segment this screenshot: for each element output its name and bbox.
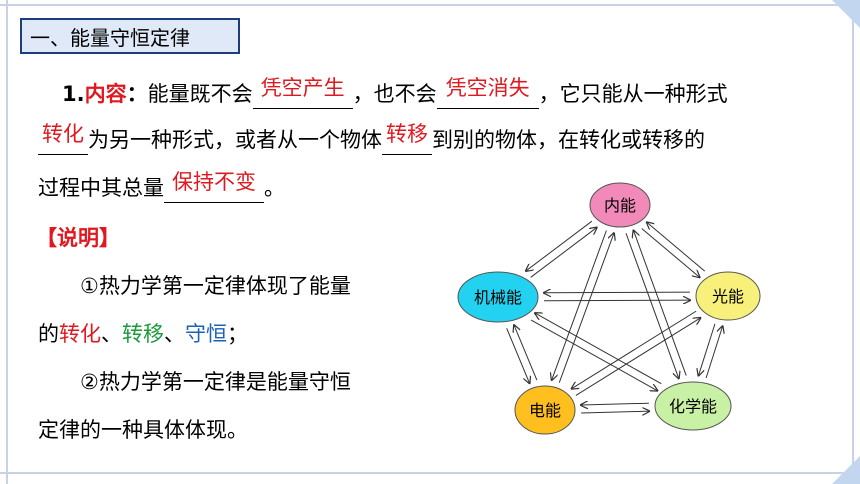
content-text-2a: 为另一种形式，或者从一个物体: [88, 128, 382, 152]
node-chemical: 化学能: [654, 381, 732, 431]
arrow-internal-to-electric: [552, 230, 607, 380]
arrow-mechanical-to-internal: [530, 228, 597, 278]
node-light: 光能: [695, 271, 761, 321]
node-electric-ellipse: [514, 385, 576, 435]
arrow-electric-to-internal: [558, 233, 614, 383]
bottom-border-line: [0, 472, 860, 474]
arrow-chemical-to-internal: [634, 231, 687, 376]
node-chemical-ellipse: [654, 381, 732, 431]
arrow-electric-to-light: [575, 318, 701, 396]
word-conserve: 守恒: [185, 322, 227, 346]
blank-4: 转移: [382, 122, 432, 155]
word-transfer: 转移: [122, 322, 164, 346]
arrow-light-to-chemical: [698, 323, 716, 376]
left-border-line: [6, 0, 8, 484]
content-label: 内容: [84, 82, 127, 106]
blank-3-answer: 转化: [42, 122, 84, 146]
content-colon: ：: [126, 82, 148, 106]
blank-3: 转化: [38, 122, 88, 155]
bottom-right-corner-decoration: [832, 456, 860, 484]
content-text-1c: ，它只能从一种形式: [538, 82, 728, 106]
arrow-mechanical-to-electric: [506, 328, 530, 383]
node-internal: 内能: [589, 182, 651, 228]
section-title: 一、能量守恒定律: [20, 18, 240, 54]
content-text-2b: 到别的物体，在转化或转移的: [432, 128, 705, 152]
word-transform: 转化: [59, 322, 101, 346]
note-sep-1: 、: [101, 322, 122, 346]
note-item-1-de: 的: [38, 322, 59, 346]
node-internal-label: 内能: [604, 196, 636, 215]
arrow-internal-to-mechanical: [526, 220, 593, 271]
content-line-2: 转化为另一种形式，或者从一个物体转移到别的物体，在转化或转移的: [38, 122, 705, 155]
node-electric: 电能: [514, 385, 576, 435]
arrow-chemical-to-mechanical: [535, 313, 662, 385]
content-number: 1.: [62, 82, 85, 106]
note-item-1-line-1: ①热力学第一定律体现了能量: [80, 274, 351, 298]
blank-1: 凭空产生: [252, 76, 353, 109]
node-light-label: 光能: [712, 287, 744, 306]
node-internal-ellipse: [589, 182, 651, 228]
content-line-3: 过程中其总量保持不变。: [38, 170, 285, 203]
blank-2: 凭空消失: [436, 76, 539, 109]
blank-1-answer: 凭空产生: [260, 76, 345, 100]
node-chemical-label: 化学能: [669, 397, 717, 416]
arrow-light-to-internal: [647, 222, 706, 272]
conversion-arrows: [506, 220, 723, 413]
arrow-chemical-to-light: [705, 326, 722, 379]
top-right-corner-decoration: [832, 0, 860, 28]
note-item-1-line-2: 的转化、转移、守恒；: [38, 318, 248, 348]
content-text-1b: ，也不会: [352, 82, 437, 106]
arrow-internal-to-chemical: [625, 233, 679, 378]
content-line-1: 1.内容：能量既不会凭空产生 ，也不会凭空消失 ，它只能从一种形式: [62, 76, 728, 109]
content-text-3a: 过程中其总量: [38, 176, 164, 200]
arrow-light-to-mechanical: [544, 292, 690, 293]
blank-4-answer: 转移: [386, 122, 428, 146]
note-heading: 【说明】: [36, 226, 120, 250]
note-item-2-line-2: 定律的一种具体体现。: [38, 418, 248, 442]
node-mechanical-label: 机械能: [474, 288, 522, 307]
node-mechanical-ellipse: [457, 271, 539, 323]
node-mechanical: 机械能: [457, 271, 539, 323]
arrow-mechanical-to-light: [544, 300, 690, 301]
note-sep-2: 、: [164, 322, 185, 346]
right-border-line: [852, 0, 854, 484]
arrow-chemical-to-electric: [581, 403, 649, 405]
arrow-electric-to-mechanical: [514, 325, 538, 381]
arrow-electric-to-chemical: [581, 411, 649, 413]
note-end-1: ；: [227, 322, 248, 346]
top-border-line: [0, 4, 860, 6]
arrow-internal-to-light: [641, 228, 700, 278]
content-text-1a: 能量既不会: [147, 82, 253, 106]
node-light-ellipse: [695, 271, 761, 321]
node-electric-label: 电能: [529, 401, 561, 420]
note-item-2-line-1: ②热力学第一定律是能量守恒: [80, 370, 351, 394]
blank-5-answer: 保持不变: [172, 170, 256, 194]
blank-2-answer: 凭空消失: [445, 76, 530, 100]
blank-5: 保持不变: [164, 170, 264, 203]
arrow-mechanical-to-chemical: [530, 319, 657, 391]
content-text-3b: 。: [264, 176, 285, 200]
arrow-light-to-electric: [572, 310, 697, 389]
